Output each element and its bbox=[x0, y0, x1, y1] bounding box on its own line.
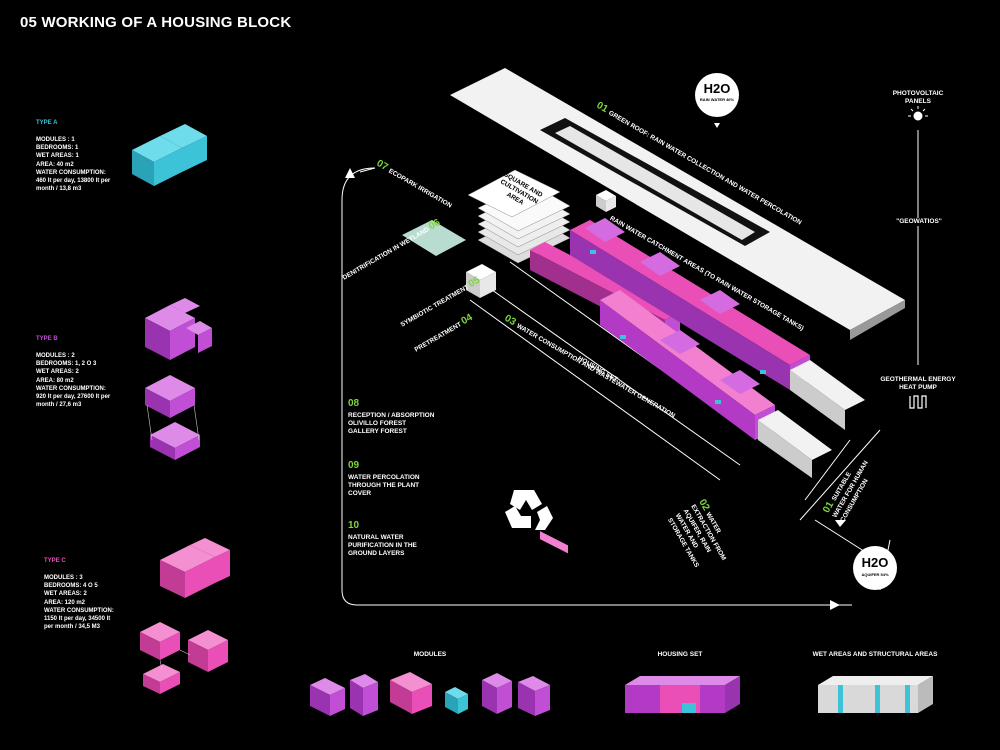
step-line: RECEPTION / ABSORPTION bbox=[348, 412, 435, 419]
h2o-rain-icon: H2O RAIN WATER 46% bbox=[695, 73, 739, 128]
type-b-label: TYPE B bbox=[36, 336, 58, 342]
flow-arrow-icon bbox=[835, 520, 846, 527]
type-c-line: WET AREAS: 2 bbox=[44, 591, 87, 598]
step-line: GROUND LAYERS bbox=[348, 550, 405, 557]
green-roof-slab bbox=[450, 68, 905, 340]
wet-area-marks bbox=[590, 250, 766, 404]
legend-wet-areas-graphic bbox=[818, 676, 933, 713]
ramp-2 bbox=[758, 410, 832, 478]
type-a-line: WET AREAS: 1 bbox=[36, 153, 79, 160]
legend-housing-set-graphic bbox=[625, 676, 740, 713]
type-b-exploded-icon bbox=[145, 375, 200, 460]
sun-icon bbox=[908, 106, 928, 121]
type-c-exploded-icon bbox=[140, 622, 228, 694]
flow-arrow-icon bbox=[345, 168, 355, 178]
ramp-1 bbox=[790, 360, 865, 430]
type-c-line: AREA: 120 m2 bbox=[44, 599, 86, 606]
flow-lines bbox=[341, 130, 919, 606]
h2o-aquifer-pct: AQUIFER 54% bbox=[861, 572, 889, 577]
square-cultivation-stack bbox=[467, 169, 571, 264]
type-c-module-icon bbox=[160, 538, 230, 598]
type-c-line: 1150 lt per day, 34500 lt bbox=[44, 616, 111, 623]
type-a-module-icon bbox=[132, 124, 207, 186]
type-b-module-icon bbox=[145, 298, 212, 360]
housing-patches bbox=[585, 218, 760, 394]
step-text: NATURAL WATER PURIFICATION IN THE GROUND… bbox=[348, 534, 417, 558]
recycle-icon bbox=[505, 490, 553, 530]
type-c-line: per month / 34,5 M3 bbox=[44, 624, 101, 631]
type-a-line: BEDROOMS: 1 bbox=[36, 145, 79, 152]
type-a-line: MODULES : 1 bbox=[36, 137, 75, 143]
type-c-line: MODULES : 3 bbox=[44, 575, 83, 581]
legend-modules-label: MODULES bbox=[413, 651, 447, 658]
legend-wet-areas-label: WET AREAS AND STRUCTURAL AREAS bbox=[812, 651, 938, 658]
step-number: 08 bbox=[348, 398, 360, 409]
type-b-panel: TYPE B MODULES : 2 BEDROOMS: 1, 2 O 3 WE… bbox=[36, 336, 110, 409]
type-b-line: BEDROOMS: 1, 2 O 3 bbox=[36, 361, 97, 368]
h2o-aquifer-title: H2O bbox=[862, 555, 889, 570]
type-b-info: MODULES : 2 BEDROOMS: 1, 2 O 3 WET AREAS… bbox=[36, 352, 110, 409]
geothermal-label: GEOTHERMAL ENERGY HEAT PUMP bbox=[880, 376, 956, 391]
type-b-line: WATER CONSUMPTION: bbox=[36, 385, 106, 392]
type-b-line: 920 lt per day, 27600 lt per bbox=[36, 394, 111, 401]
step-line: WATER PERCOLATION bbox=[348, 474, 420, 481]
step-line: OLIVILLO FOREST bbox=[348, 420, 407, 427]
photovoltaic-label: PHOTOVOLTAIC PANELS bbox=[892, 90, 944, 105]
type-c-line: BEDROOMS: 4 O 5 bbox=[44, 583, 98, 590]
legend-modules-graphic bbox=[310, 672, 550, 716]
type-a-info: MODULES : 1 BEDROOMS: 1 WET AREAS: 1 ARE… bbox=[36, 136, 110, 193]
flow-arrow-icon bbox=[830, 600, 840, 610]
step-08: 08 RECEPTION / ABSORPTION OLIVILLO FORES… bbox=[348, 398, 434, 436]
step-line: NATURAL WATER bbox=[348, 534, 404, 541]
step-text: WATER PERCOLATION THROUGH THE PLANT COVE… bbox=[348, 474, 420, 498]
step-09: 09 WATER PERCOLATION THROUGH THE PLANT C… bbox=[348, 460, 420, 498]
type-a-line: 460 lt per day, 13800 lt per bbox=[36, 178, 111, 185]
treatment-cube bbox=[466, 264, 496, 298]
type-a-line: AREA: 40 m2 bbox=[36, 161, 74, 168]
step-number: 09 bbox=[348, 460, 360, 471]
tank-cube bbox=[596, 190, 616, 212]
step-line: PURIFICATION IN THE bbox=[348, 542, 417, 549]
geowatios-label: "GEOWATIOS" bbox=[889, 218, 949, 226]
h2o-rain-title: H2O bbox=[704, 81, 731, 96]
type-c-label: TYPE C bbox=[44, 558, 66, 564]
type-b-line: AREA: 80 m2 bbox=[36, 377, 74, 384]
step-line: GALLERY FOREST bbox=[348, 428, 407, 435]
h2o-aquifer-icon: H2O AQUIFER 54% bbox=[853, 546, 897, 590]
step-line: THROUGH THE PLANT bbox=[348, 482, 420, 489]
type-a-panel: TYPE A MODULES : 1 BEDROOMS: 1 WET AREAS… bbox=[36, 120, 110, 193]
legend-housing-set-label: HOUSING SET bbox=[657, 651, 703, 658]
page-title: 05 WORKING OF A HOUSING BLOCK bbox=[20, 14, 292, 31]
step-line: COVER bbox=[348, 490, 372, 497]
step-number: 10 bbox=[348, 520, 360, 531]
type-a-line: month / 13,8 m3 bbox=[36, 186, 82, 193]
wetland-plate bbox=[402, 220, 466, 256]
type-c-line: WATER CONSUMPTION: bbox=[44, 607, 114, 614]
type-c-panel: TYPE C MODULES : 3 BEDROOMS: 4 O 5 WET A… bbox=[44, 558, 114, 631]
h2o-rain-pct: RAIN WATER 46% bbox=[700, 97, 735, 102]
heat-pump-icon bbox=[909, 395, 927, 409]
type-c-info: MODULES : 3 BEDROOMS: 4 O 5 WET AREAS: 2… bbox=[44, 574, 114, 631]
type-b-line: WET AREAS: 2 bbox=[36, 369, 79, 376]
type-a-label: TYPE A bbox=[36, 120, 58, 126]
type-a-line: WATER CONSUMPTION: bbox=[36, 169, 106, 176]
step-text: RECEPTION / ABSORPTION OLIVILLO FOREST G… bbox=[348, 412, 434, 436]
type-b-line: month / 27,6 m3 bbox=[36, 402, 82, 409]
step-10: 10 NATURAL WATER PURIFICATION IN THE GRO… bbox=[348, 520, 417, 558]
type-b-line: MODULES : 2 bbox=[36, 353, 75, 359]
